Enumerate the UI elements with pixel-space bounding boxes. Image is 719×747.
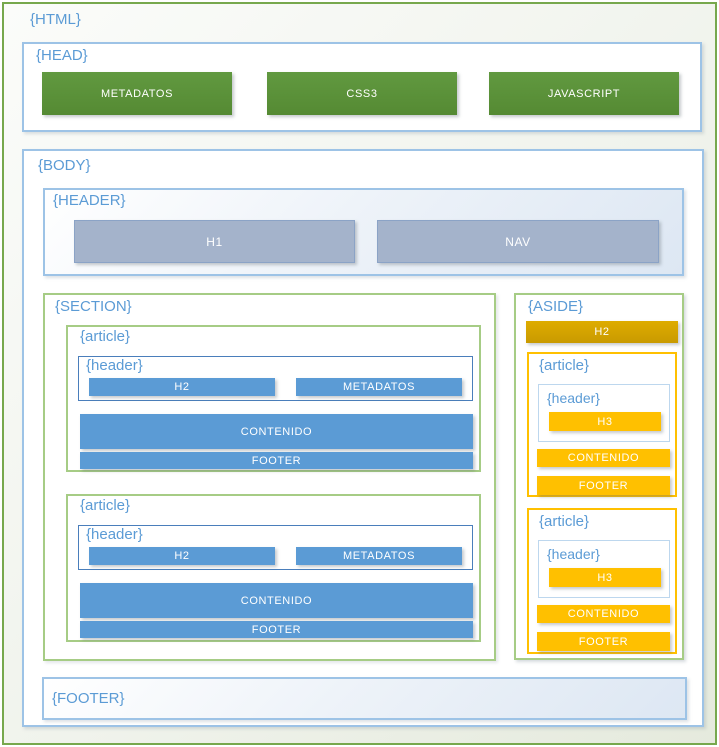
contenido-box: CONTENIDO bbox=[537, 449, 670, 467]
article-header-label: {header} bbox=[86, 357, 143, 374]
article-header-box: {header} H2 METADATOS bbox=[78, 356, 473, 401]
h3-box: H3 bbox=[549, 412, 661, 431]
article-footer-box: FOOTER bbox=[80, 621, 473, 638]
html-label: {HTML} bbox=[30, 11, 81, 28]
article-header-label: {header} bbox=[86, 526, 143, 543]
article-header-label: {header} bbox=[547, 390, 600, 406]
contenido-box: CONTENIDO bbox=[80, 583, 473, 618]
aside-label: {ASIDE} bbox=[528, 298, 584, 315]
aside-article-2: {article} {header} H3 CONTENIDO FOOTER bbox=[527, 508, 677, 654]
article-label: {article} bbox=[80, 497, 131, 514]
footer-label: {FOOTER} bbox=[52, 690, 125, 707]
javascript-box: JAVASCRIPT bbox=[489, 72, 679, 115]
header-label: {HEADER} bbox=[53, 192, 126, 209]
article-header-box: {header} H3 bbox=[538, 540, 670, 598]
body-box: {BODY} {HEADER} H1 NAV {SECTION} {articl… bbox=[22, 149, 704, 727]
head-label: {HEAD} bbox=[36, 47, 88, 64]
h2-box: H2 bbox=[89, 378, 275, 396]
section-article-2: {article} {header} H2 METADATOS CONTENID… bbox=[66, 494, 481, 642]
contenido-box: CONTENIDO bbox=[537, 605, 670, 623]
body-label: {BODY} bbox=[38, 157, 91, 174]
header-box: {HEADER} H1 NAV bbox=[43, 188, 684, 276]
contenido-box: CONTENIDO bbox=[80, 414, 473, 449]
aside-article-1: {article} {header} H3 CONTENIDO FOOTER bbox=[527, 352, 677, 497]
article-header-label: {header} bbox=[547, 546, 600, 562]
section-box: {SECTION} {article} {header} H2 METADATO… bbox=[43, 293, 496, 661]
article-header-box: {header} H3 bbox=[538, 384, 670, 442]
article-footer-box: FOOTER bbox=[537, 476, 670, 495]
aside-h2-box: H2 bbox=[526, 321, 678, 343]
metadatos-box: METADATOS bbox=[296, 547, 462, 565]
head-box: {HEAD} METADATOS CSS3 JAVASCRIPT bbox=[22, 42, 702, 132]
h1-box: H1 bbox=[74, 220, 355, 263]
article-label: {article} bbox=[539, 513, 590, 530]
metadatos-box: METADATOS bbox=[42, 72, 232, 115]
aside-box: {ASIDE} H2 {article} {header} H3 CONTENI… bbox=[514, 293, 684, 660]
h2-box: H2 bbox=[89, 547, 275, 565]
article-label: {article} bbox=[80, 328, 131, 345]
footer-box: {FOOTER} bbox=[42, 677, 687, 720]
article-label: {article} bbox=[539, 357, 590, 374]
css3-box: CSS3 bbox=[267, 72, 457, 115]
article-footer-box: FOOTER bbox=[537, 632, 670, 651]
metadatos-box: METADATOS bbox=[296, 378, 462, 396]
h3-box: H3 bbox=[549, 568, 661, 587]
nav-box: NAV bbox=[377, 220, 659, 263]
article-header-box: {header} H2 METADATOS bbox=[78, 525, 473, 570]
section-label: {SECTION} bbox=[55, 298, 132, 315]
section-article-1: {article} {header} H2 METADATOS CONTENID… bbox=[66, 325, 481, 472]
article-footer-box: FOOTER bbox=[80, 452, 473, 469]
